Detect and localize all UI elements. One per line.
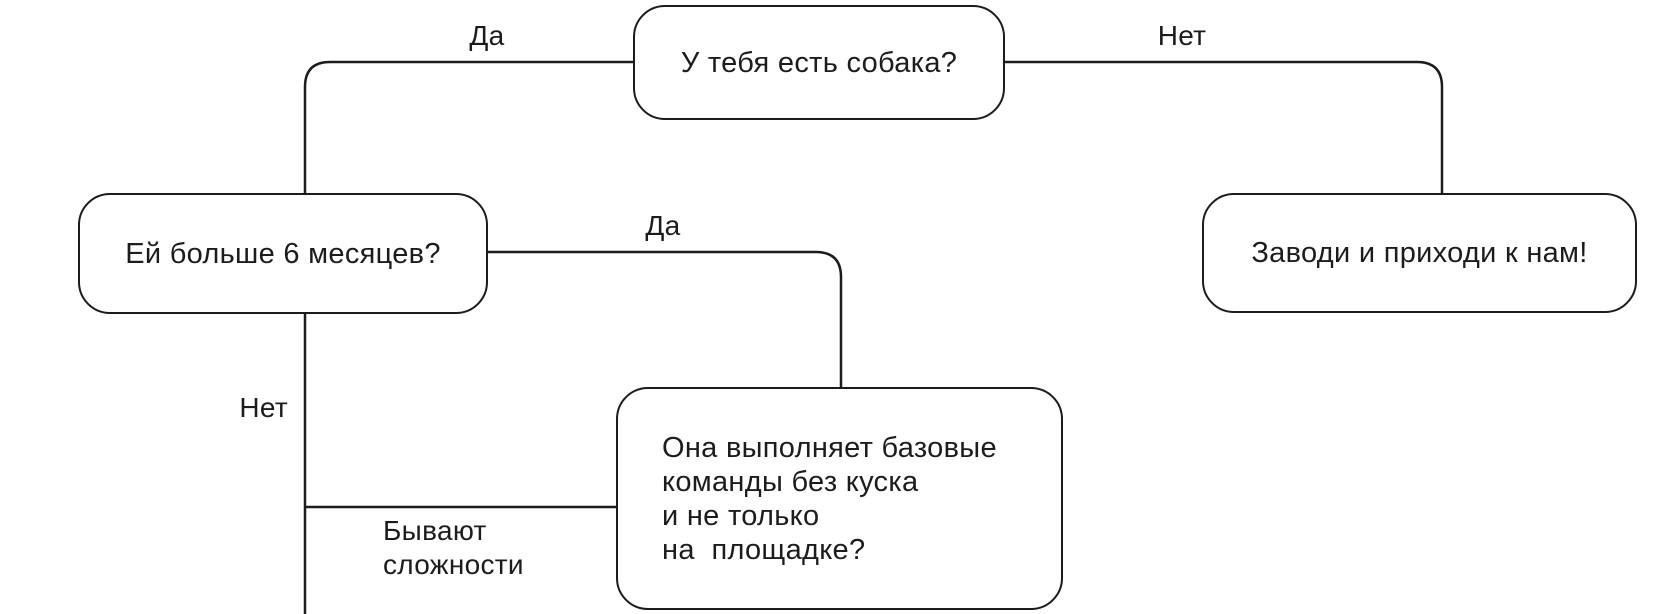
edge-label-have-dog-no: Нет: [1157, 20, 1207, 51]
edge-label-difficulties: Бывают сложности: [383, 515, 524, 580]
edge-label-older-no: Нет: [239, 392, 288, 423]
edge-label-older-yes: Да: [645, 210, 681, 241]
node-question-older-6-months: Ей больше 6 месяцев?: [78, 193, 488, 314]
node-question-have-dog: У тебя есть собака?: [633, 5, 1005, 120]
connector-have-dog-yes: [303, 60, 633, 193]
node-question-basic-commands: Она выполняет базовые команды без куска …: [616, 387, 1063, 610]
node-question-older-6-months-text: Ей больше 6 месяцев?: [125, 237, 441, 270]
node-question-have-dog-text: У тебя есть собака?: [680, 46, 958, 79]
node-result-get-dog-text: Заводи и приходи к нам!: [1251, 237, 1588, 269]
connector-have-dog-no: [1005, 60, 1444, 193]
edge-label-have-dog-yes: Да: [469, 20, 505, 51]
connector-older-yes: [488, 250, 843, 387]
node-result-get-dog: Заводи и приходи к нам!: [1202, 193, 1637, 313]
node-question-basic-commands-text: Она выполняет базовые команды без куска …: [662, 431, 997, 566]
